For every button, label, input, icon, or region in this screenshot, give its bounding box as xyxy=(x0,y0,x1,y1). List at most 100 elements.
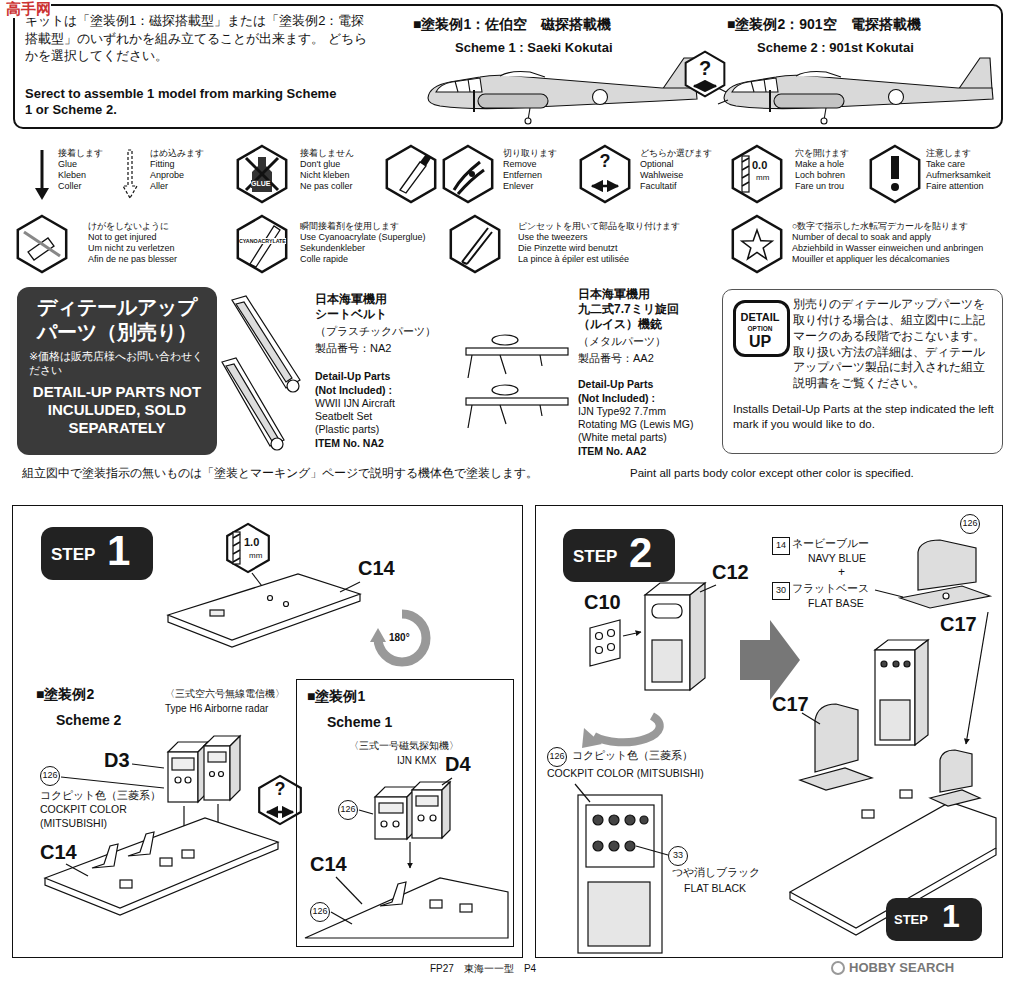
label-text: 接着します xyxy=(58,148,103,159)
optional-icon xyxy=(581,146,629,202)
label-text: ○数字で指示した水転写デカールを貼ります xyxy=(792,221,968,232)
machine-gun-parts xyxy=(466,335,568,428)
label-text: Anprobe xyxy=(150,170,184,181)
label-text: Facultatif xyxy=(640,181,677,192)
label-text: 製品番号：AA2 xyxy=(578,352,654,365)
label-text: La pince à épiler est utilisée xyxy=(518,254,629,265)
node-text: ■塗装例2：901空 電探搭載機 xyxy=(727,16,921,33)
part-number: C14 xyxy=(40,840,77,864)
node-text: 1 xyxy=(942,898,960,935)
detail-up-banner: ディテールアップパーツ（別売り）※価格は販売店様へお問い合わせくださいDETAI… xyxy=(17,287,217,455)
glue-arrow xyxy=(35,150,49,200)
node-text: ディテールアップパーツ（別売り） xyxy=(34,295,200,345)
step-panel: STEP2STEP1 xyxy=(535,505,1003,958)
label-text: 日本海軍機用 xyxy=(578,287,650,301)
step-badge: STEP1 xyxy=(41,527,153,580)
label-text: 日本海軍機用 xyxy=(315,292,387,306)
tweezers-icon xyxy=(451,216,499,272)
label-text: Faire attention xyxy=(926,181,984,192)
label-text: シートベルト xyxy=(315,307,387,321)
label-text: (Not Included) : xyxy=(578,392,655,405)
node-text: STEP xyxy=(51,545,95,565)
node-text: Scheme 1 : Saeki Kokutai xyxy=(455,40,613,56)
label-text: ITEM No. AA2 xyxy=(578,445,646,458)
callout-number: 126 xyxy=(547,747,567,767)
label-text: フラットベース xyxy=(792,582,869,595)
label-text: 製品番号：NA2 xyxy=(315,342,391,355)
step-badge: STEP1 xyxy=(886,898,982,941)
label-text: けがをしないように xyxy=(88,221,169,232)
callout-number: 126 xyxy=(40,766,60,786)
label-text: FLAT BLACK xyxy=(684,882,746,895)
icon-glyph: ? xyxy=(597,151,613,173)
label-text: (Plastic parts) xyxy=(315,423,379,436)
label-text: NAVY BLUE xyxy=(808,552,866,565)
part-number: C17 xyxy=(772,692,809,716)
label-text: Abziehbild in Wasser einweichen und anbr… xyxy=(792,243,983,254)
node-text: キットは「塗装例1：磁探搭載型」または「塗装例2：電探搭載型」のいずれかを組み立… xyxy=(25,12,370,65)
label-text: Wahlweise xyxy=(640,170,683,181)
icon-glyph: mm xyxy=(756,173,769,183)
icon-glyph: CYANOACRYLATE xyxy=(239,238,286,244)
label-text: IJN Type92 7.7mm xyxy=(578,405,666,418)
part-number: C14 xyxy=(358,556,395,580)
label-text: Um nicht zu verletzen xyxy=(88,243,175,254)
icon-glyph: 0.0 xyxy=(752,159,767,172)
label-text: 九二式7.7ミリ旋回 xyxy=(578,302,679,316)
label-text: ITEM No. NA2 xyxy=(315,437,384,450)
label-text: Aller xyxy=(150,181,168,192)
label-text: （プラスチックパーツ） xyxy=(315,325,436,338)
label-text: Fitting xyxy=(150,159,175,170)
label-text: + xyxy=(838,565,845,579)
node-text: ■塗装例1 xyxy=(307,688,365,705)
label-text: Scheme 2 xyxy=(56,712,121,729)
part-number: C14 xyxy=(310,852,347,876)
label-text: Coller xyxy=(58,181,82,192)
note-box: 別売りのディテールアップパーツを取り付ける場合は、組立図中に上記マークのある段階… xyxy=(722,289,1003,454)
icon-glyph: GLUE xyxy=(251,180,270,188)
label-text: 穴を開けます xyxy=(795,148,849,159)
callout-number: 126 xyxy=(310,902,330,922)
label-text: Entfernen xyxy=(503,170,542,181)
label-text: Paint all parts body color except other … xyxy=(630,467,914,481)
cutter-icon xyxy=(444,146,492,202)
drill-icon xyxy=(733,146,781,202)
label-text: 瞬間接着剤を使用します xyxy=(300,221,399,232)
node-text: 別売りのディテールアップパーツを取り付ける場合は、組立図中に上記マークのある段階… xyxy=(793,297,995,392)
label-text: Die Pinzette wird benutzt xyxy=(518,243,618,254)
label-text: Loch bohren xyxy=(795,170,845,181)
label-text: COCKPIT COLOR (MITSUBISHI) xyxy=(547,767,704,780)
label-text: Make a hole xyxy=(795,159,844,170)
label-text: Number of decal to soak and apply xyxy=(792,232,931,243)
label-text: ■塗装例2 xyxy=(36,686,94,703)
callout-number: 126 xyxy=(960,514,980,534)
label-text: 組立図中で塗装指示の無いものは「塗装とマーキング」ページで説明する機体色で塗装し… xyxy=(22,466,538,480)
icon-glyph: 1.0 xyxy=(244,536,259,549)
label-text: FP27 東海一一型 P4 xyxy=(430,963,536,975)
node-text: OPTION xyxy=(736,325,784,333)
fit-arrow xyxy=(123,150,137,198)
icon-glyph: mm xyxy=(249,551,262,561)
label-text: どちらか選びます xyxy=(640,148,712,159)
part-number: C17 xyxy=(940,612,977,636)
callout-number: 126 xyxy=(338,800,358,820)
node-text: DETAIL-UP PARTS NOT INCULUDED, SOLD SEPA… xyxy=(25,383,209,437)
label-text: Remove xyxy=(503,159,537,170)
node-text: 〈三式一号磁気探知機〉 xyxy=(349,740,459,752)
label-text: COCKPIT COLOR xyxy=(40,803,127,816)
callout-number: 33 xyxy=(668,846,688,866)
label-text: Mouiller et appliquer les décalcomanies xyxy=(792,254,950,265)
label-text: ピンセットを用いて部品を取り付けます xyxy=(518,221,680,232)
detail-up-icon: DETAILOPTIONUP xyxy=(733,300,790,357)
label-text: (Not Included) : xyxy=(315,384,392,397)
selection-panel: キットは「塗装例1：磁探搭載型」または「塗装例2：電探搭載型」のいずれかを組み立… xyxy=(13,4,1003,129)
watermark: 高手网 xyxy=(6,0,51,18)
callout-number: 30 xyxy=(772,582,790,600)
node-text: Serect to assemble 1 model from marking … xyxy=(25,86,345,117)
label-text: Afin de ne pas blesser xyxy=(88,254,177,265)
caution-icon xyxy=(871,146,919,202)
node-text: Scheme 1 xyxy=(327,714,392,731)
label-text: Glue xyxy=(58,159,77,170)
callout-number: 14 xyxy=(772,537,790,555)
node-text: Scheme 2 : 901st Kokutai xyxy=(757,40,914,56)
